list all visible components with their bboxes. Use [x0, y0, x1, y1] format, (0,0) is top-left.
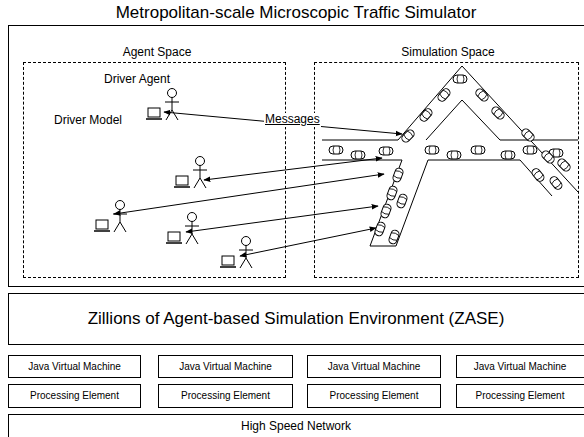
jvm-box: Java Virtual Machine [456, 355, 584, 378]
box-label: Java Virtual Machine [328, 361, 421, 373]
region-heading: Metropolitan-scale Microscopic Traffic S… [116, 3, 477, 23]
agent-label: Driver Agent [104, 73, 170, 87]
box-label: Processing Element [30, 390, 119, 402]
zase-layer: Zillions of Agent-based Simulation Envir… [8, 293, 584, 345]
jvm-box: Java Virtual Machine [8, 355, 141, 378]
box-label: Processing Element [181, 390, 270, 402]
region-heading: Agent Space [123, 46, 192, 60]
box-label: High Speed Network [241, 420, 351, 434]
processing-element: Processing Element [456, 384, 584, 408]
simulation-space: Simulation Space [314, 62, 579, 278]
box-label: Java Virtual Machine [28, 361, 121, 373]
network-band: High Speed Network [8, 414, 584, 437]
simulator-frame: Metropolitan-scale Microscopic Traffic S… [8, 25, 584, 287]
box-label: Zillions of Agent-based Simulation Envir… [88, 309, 505, 329]
box-label: Java Virtual Machine [179, 361, 272, 373]
region-heading: Simulation Space [401, 46, 494, 60]
road-network [322, 66, 578, 246]
processing-element: Processing Element [8, 384, 141, 408]
model-label: Driver Model [54, 114, 122, 128]
jvm-box: Java Virtual Machine [307, 355, 441, 378]
message-arrows [114, 112, 402, 256]
processing-element: Processing Element [158, 384, 293, 408]
processing-element: Processing Element [307, 384, 441, 408]
box-label: Processing Element [476, 390, 565, 402]
message-label: Messages [264, 113, 321, 127]
box-label: Java Virtual Machine [474, 361, 567, 373]
jvm-box: Java Virtual Machine [158, 355, 293, 378]
box-label: Processing Element [330, 390, 419, 402]
agent-space: Agent Space [23, 62, 286, 278]
